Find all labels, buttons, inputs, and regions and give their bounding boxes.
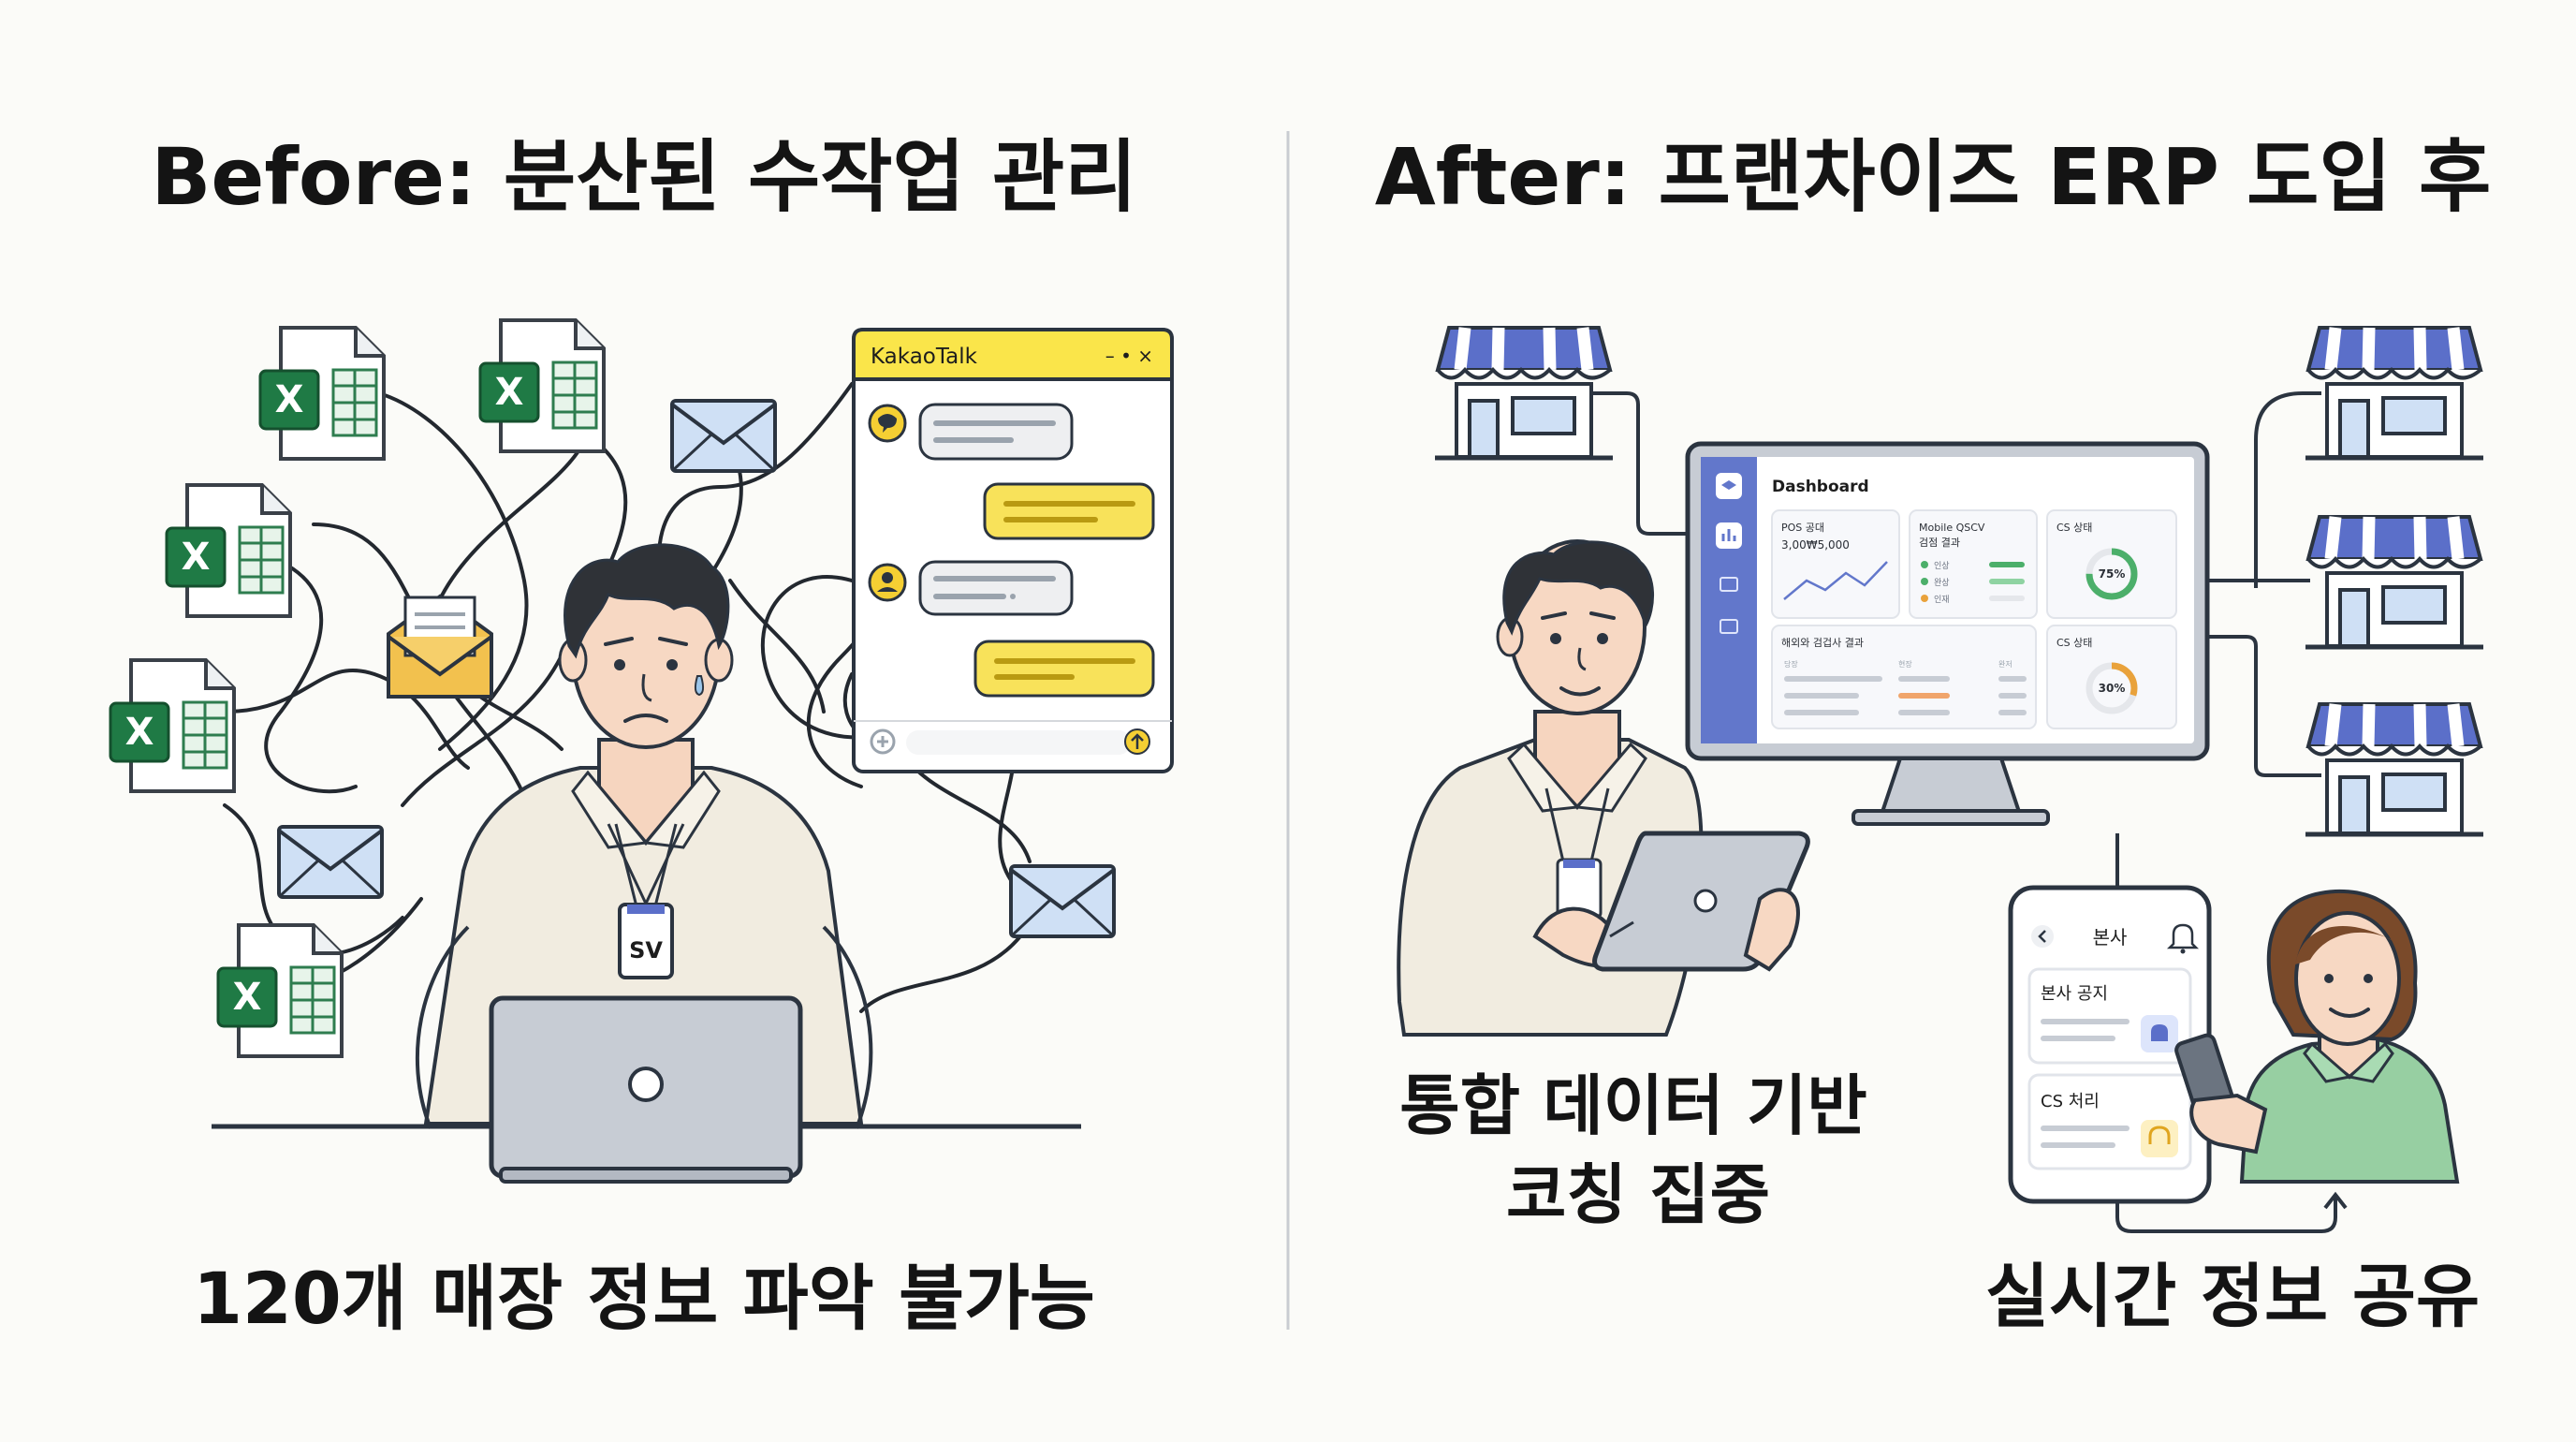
cs-label: CS 처리 — [2041, 1092, 2100, 1111]
excel-file-icon: X — [165, 483, 292, 618]
inspection-card-title: 해외와 검겁사 결과 — [1781, 636, 1864, 649]
excel-file-icon: X — [216, 923, 344, 1058]
excel-letter: X — [125, 711, 154, 754]
cs-donut-75 — [2086, 548, 2138, 600]
dashboard-title: Dashboard — [1772, 478, 1869, 496]
phone-title: 본사 — [2093, 926, 2128, 949]
pos-trend-line — [1783, 561, 1888, 600]
inspection-col-1: 당장 — [1784, 659, 1798, 669]
excel-letter: X — [233, 976, 262, 1019]
coach-person-illustration — [1397, 539, 1810, 1037]
store-icon — [2305, 328, 2483, 458]
mail-icon — [1009, 864, 1116, 938]
cs-donut-30 — [2086, 662, 2138, 714]
before-title: Before: 분산된 수작업 관리 — [151, 131, 1136, 223]
pos-card-value: 3,00₩5,000 — [1781, 538, 1850, 552]
cs-status-card-2 — [2046, 625, 2177, 729]
cs-card-title: CS 상태 — [2056, 522, 2092, 534]
donut-fill — [2086, 662, 2138, 714]
after-caption-right: 실시간 정보 공유 — [1985, 1257, 2480, 1337]
qscv-card-title: Mobile QSCV — [1919, 522, 1985, 534]
staff-person-illustration — [2174, 889, 2460, 1184]
qscv-legend-2: 완상 — [1934, 578, 1950, 588]
kakaotalk-window: KakaoTalk – • × — [852, 328, 1174, 773]
cs-donut-value: 75% — [2099, 567, 2126, 581]
back-icon — [2031, 925, 2054, 948]
excel-file-icon: X — [478, 318, 606, 453]
cs-donut-value-2: 30% — [2099, 682, 2126, 695]
after-title: After: 프랜차이즈 ERP 도입 후 — [1375, 131, 2492, 223]
store-icon — [2305, 517, 2483, 647]
cs-card-title-2: CS 상태 — [2056, 637, 2092, 649]
plus-icon — [870, 728, 896, 755]
mobile-phone: 본사 본사 공지 CS 처리 — [2008, 885, 2212, 1204]
bell-icon — [2166, 923, 2200, 954]
excel-letter: X — [495, 371, 524, 414]
qscv-card — [1909, 509, 2038, 619]
inspection-col-3: 완저 — [1998, 660, 2012, 669]
donut-fill — [2086, 548, 2138, 600]
after-caption-line1: 통합 데이터 기반 — [1399, 1067, 1867, 1144]
mail-icon — [277, 825, 384, 899]
mail-icon — [670, 399, 777, 473]
outgoing-bubble — [983, 482, 1155, 540]
open-mail-icon — [387, 594, 493, 699]
incoming-bubble — [918, 403, 1074, 461]
dashboard-monitor: Dashboard POS 공대 3,00₩5,000 Mobile QSCV … — [1685, 441, 2210, 826]
qscv-legend-3: 인재 — [1934, 595, 1950, 605]
list-icon — [1720, 577, 1738, 592]
store-icon — [2305, 704, 2483, 834]
inspection-col-2: 현장 — [1898, 659, 1912, 669]
before-caption: 120개 매장 정보 파악 불가능 — [193, 1257, 1095, 1340]
qscv-card-sub: 검점 결과 — [1919, 537, 1960, 549]
kakaotalk-title: KakaoTalk — [871, 345, 978, 369]
badge-label: SV — [629, 937, 663, 964]
excel-file-icon: X — [258, 326, 386, 461]
pos-card-title: POS 공대 — [1781, 522, 1824, 534]
pos-card — [1771, 509, 1900, 619]
excel-file-icon: X — [109, 658, 236, 793]
outgoing-bubble — [973, 640, 1155, 698]
chat-avatar-icon — [868, 404, 907, 443]
laptop-icon — [489, 995, 803, 1184]
store-icon — [1435, 328, 1613, 458]
excel-letter: X — [182, 536, 211, 579]
chat-avatar-icon — [868, 563, 907, 602]
doc-icon — [1720, 619, 1738, 634]
cs-status-card — [2046, 509, 2177, 619]
qscv-legend-1: 인상 — [1934, 561, 1950, 571]
headset-icon — [2141, 1120, 2178, 1157]
after-caption-line2: 코칭 집중 — [1506, 1156, 1770, 1233]
notice-label: 본사 공지 — [2041, 984, 2108, 1004]
window-controls: – • × — [1105, 345, 1153, 367]
dashboard-sidebar — [1701, 457, 1757, 743]
excel-letter: X — [275, 378, 304, 421]
incoming-bubble — [918, 560, 1074, 616]
connector-lines — [1587, 391, 2348, 1233]
